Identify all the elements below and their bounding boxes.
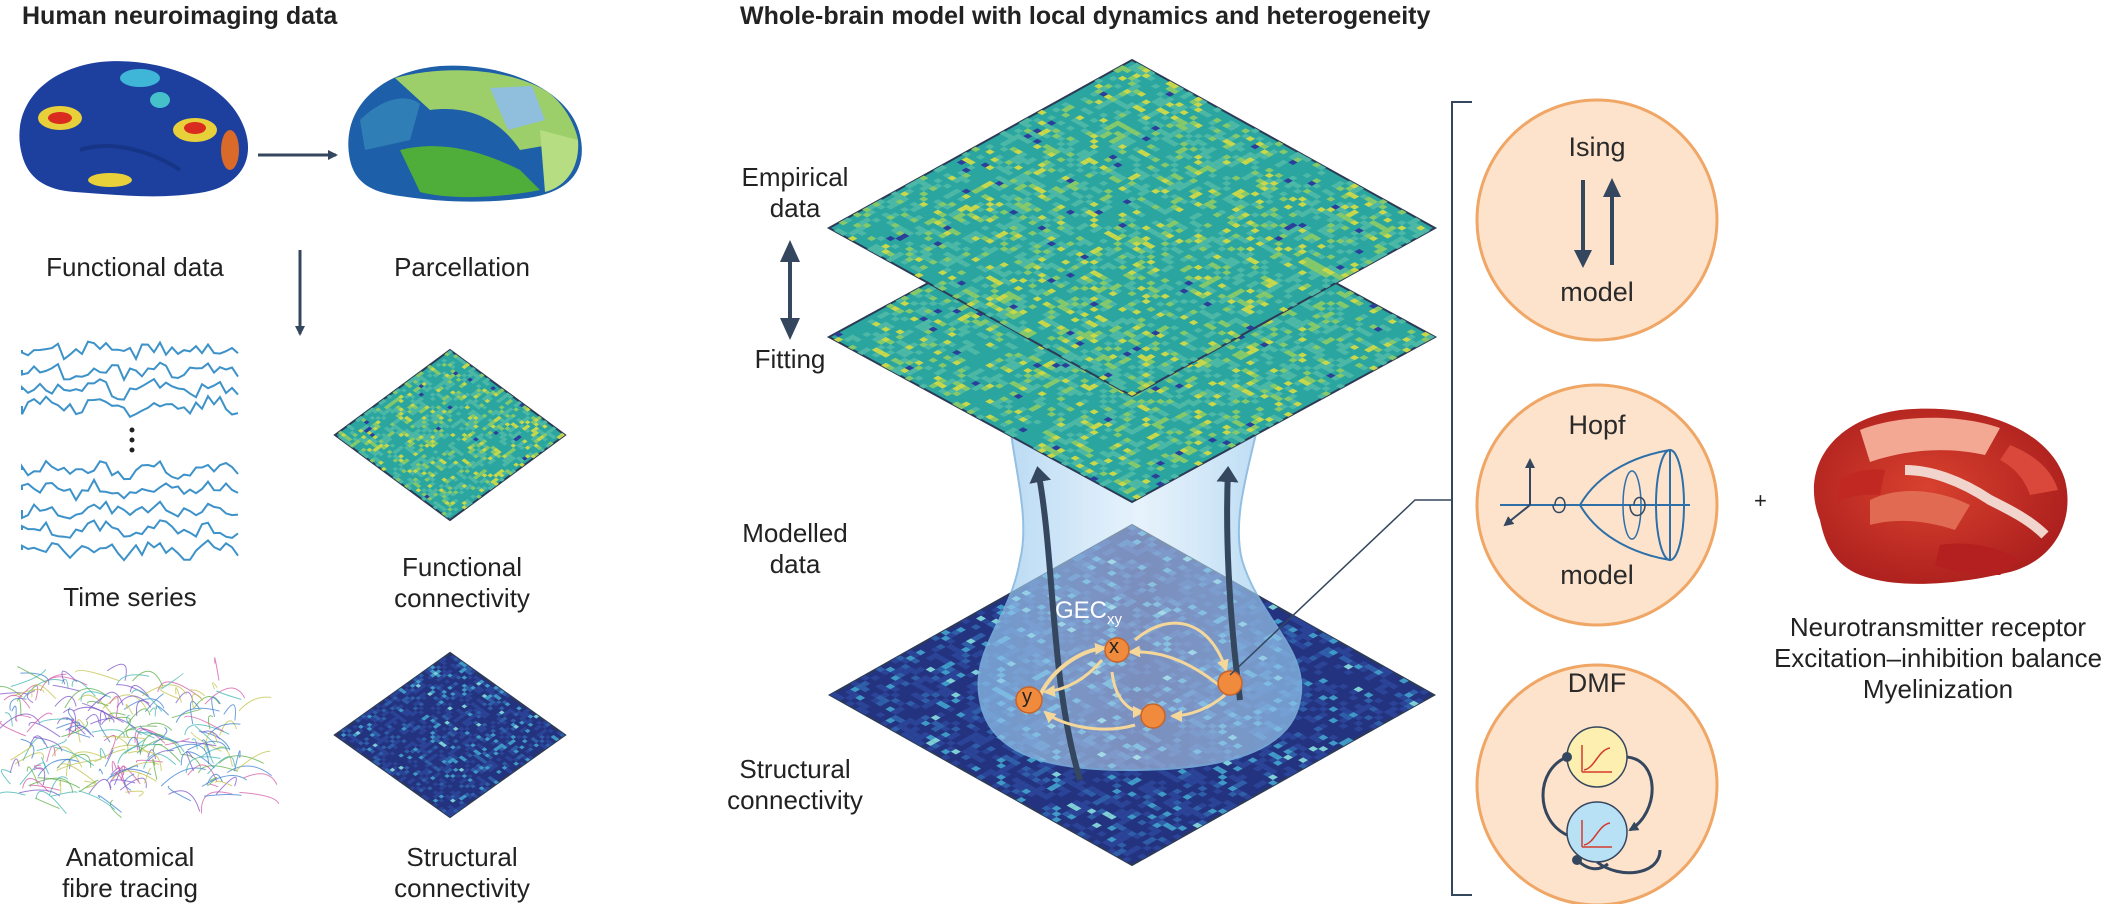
node-x-label: x	[1109, 636, 1119, 658]
ising-arrow-up-head	[1603, 178, 1621, 197]
node-x	[1104, 637, 1130, 663]
time-series-traces	[21, 340, 239, 562]
edge-r-x	[1128, 645, 1226, 692]
label-time-series: Time series	[63, 582, 197, 612]
functional-connectivity-matrix	[333, 348, 567, 522]
double-arrow-down-head	[780, 318, 800, 340]
edge-x-r	[1134, 621, 1229, 672]
label-sc-line2: connectivity	[394, 873, 530, 903]
plus-sign: +	[1754, 488, 1767, 513]
label-functional-connectivity: Functional connectivity	[352, 552, 572, 614]
label-empirical-data: Empirical data	[715, 162, 875, 224]
hopf-bifurcation-diagram	[1500, 448, 1690, 562]
inhibitory-pool	[1566, 801, 1628, 863]
empirical-data-plane	[826, 58, 1438, 398]
gec-text: GEC	[1055, 597, 1108, 624]
hopf-title: Hopf	[1568, 410, 1626, 440]
heading-human-neuroimaging: Human neuroimaging data	[22, 2, 338, 30]
gec-label: GECxy	[1055, 597, 1122, 628]
label-emp-line2: data	[769, 193, 821, 223]
gec-subscript: xy	[1107, 610, 1123, 628]
upward-arrow-right	[1216, 466, 1243, 701]
label-fc-line1: Functional	[402, 552, 522, 582]
label-mod-line1: Modelled	[742, 518, 848, 548]
label-anat-line1: Anatomical	[65, 842, 195, 872]
structural-connectivity-matrix	[333, 651, 567, 819]
heading-whole-brain-model: Whole-brain model with local dynamics an…	[740, 2, 1431, 30]
label-msc-line1: Structural	[739, 754, 851, 784]
functional-brain-image	[19, 61, 249, 197]
node-y	[1015, 686, 1043, 714]
node-bottom	[1140, 703, 1166, 729]
ising-subtitle: model	[1560, 277, 1634, 307]
heterogeneity-brain-image	[1813, 408, 2068, 584]
bracket	[1451, 101, 1472, 896]
node-y-label: y	[1022, 686, 1032, 708]
label-anatomical-fibre-tracing: Anatomical fibre tracing	[20, 842, 240, 904]
edge-y-x	[1036, 642, 1107, 701]
edge-x-b	[1110, 671, 1145, 718]
label-ei-balance: Excitation–inhibition balance	[1773, 643, 2103, 673]
hopf-subtitle: model	[1560, 560, 1634, 590]
parcellation-brain-image	[348, 65, 582, 202]
label-emp-line1: Empirical	[741, 162, 849, 192]
excitatory-pool	[1566, 726, 1628, 788]
label-fc-line2: connectivity	[394, 583, 530, 613]
label-neurotransmitter: Neurotransmitter receptor	[1789, 612, 2087, 642]
edge-b-y	[1043, 710, 1136, 731]
edge-r-b	[1170, 693, 1226, 722]
connector-line	[1229, 499, 1452, 676]
edge-x-y	[1043, 659, 1104, 697]
label-fitting: Fitting	[754, 344, 826, 374]
upward-arrow-left	[1029, 466, 1083, 781]
ising-arrow-down-head	[1574, 250, 1592, 268]
network	[1015, 621, 1243, 731]
label-msc-line2: connectivity	[727, 785, 863, 815]
ising-circle	[1475, 98, 1719, 342]
double-arrow-up-head	[780, 240, 800, 262]
label-parcellation: Parcellation	[394, 252, 530, 282]
label-structural-connectivity: Structural connectivity	[352, 842, 572, 904]
node-right	[1217, 670, 1243, 696]
label-functional-data: Functional data	[46, 252, 224, 282]
label-modelled-data: Modelled data	[715, 518, 875, 580]
label-myelinization: Myelinization	[1862, 674, 2014, 704]
dmf-schematic	[1541, 726, 1662, 875]
label-mod-line2: data	[769, 549, 821, 579]
heterogeneity-labels: Neurotransmitter receptor Excitation–inh…	[1760, 612, 2116, 705]
ising-title: Ising	[1568, 132, 1626, 162]
label-sc-line1: Structural	[406, 842, 518, 872]
label-anat-line2: fibre tracing	[62, 873, 198, 903]
label-model-structural-connectivity: Structural connectivity	[705, 754, 885, 816]
fibre-tracing-image	[0, 657, 280, 818]
dmf-title: DMF	[1567, 668, 1627, 698]
